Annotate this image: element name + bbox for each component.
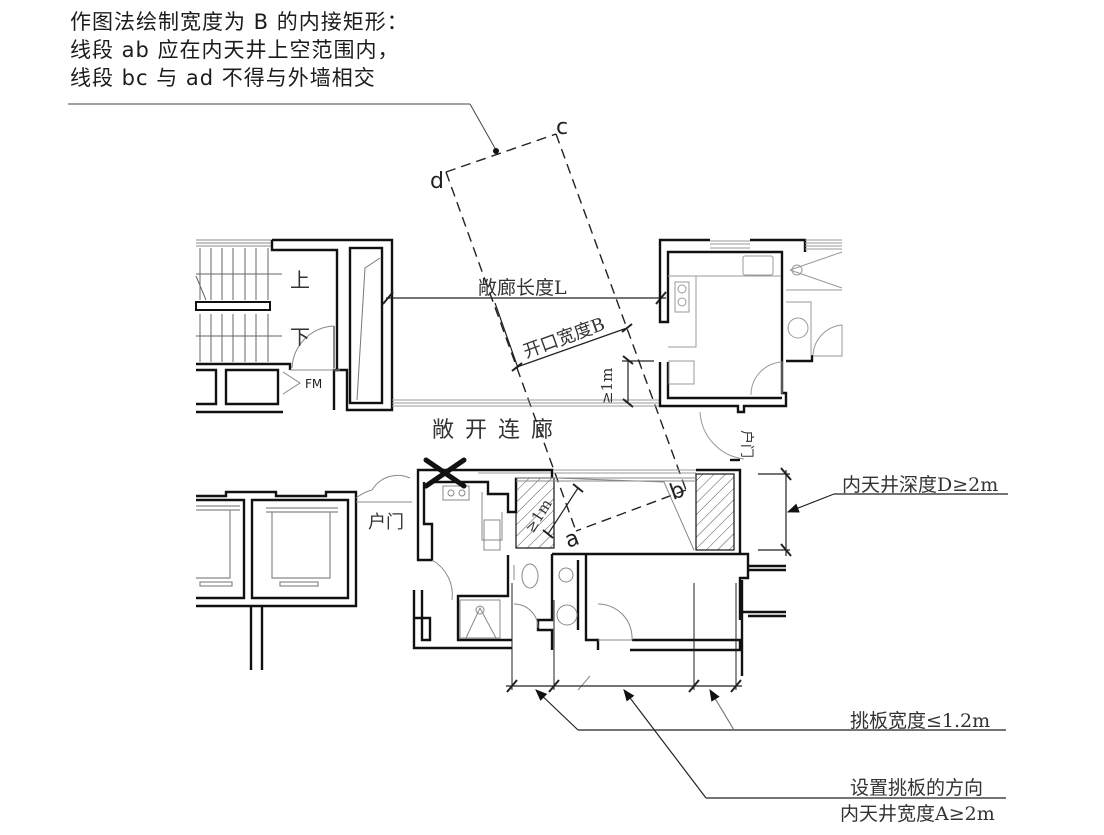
courtyard-width-label: 内天井宽度A≥2m [840,803,995,825]
stair-block [195,238,394,414]
note-line-1: 作图法绘制宽度为 B 的内接矩形： [70,10,409,34]
leader-dot [493,148,499,154]
min-1m-label-top: ≥1m [598,368,616,404]
forbidden-cross-icon [423,457,467,489]
point-b: b [666,477,688,505]
note-line-3: 线段 bc 与 ad 不得与外墙相交 [70,66,376,90]
elevator-block [196,474,412,670]
inscribed-rectangle [445,133,687,532]
min-1m-dimension-top [622,355,654,408]
right-exterior-walls [740,564,786,676]
lower-central-unit [412,458,750,691]
hatched-wall-right [695,473,735,551]
entry-door-left-label: 户门 [368,512,404,533]
entry-door-right-label: 户门 [738,430,755,458]
hatched-wall-left [515,477,555,549]
bottom-dimension [506,679,742,693]
courtyard-depth-label: 内天井深度D≥2m [842,474,998,496]
corridor-length-label: 敞廊长度L [478,277,567,299]
stair-up-label: 上 [290,268,310,292]
stair-down-label: 下 [290,325,310,349]
upper-right-unit: 户门 [658,238,843,460]
open-corridor-label: 敞 开 连 廊 [432,418,555,443]
note-leader [68,103,497,151]
cantilever-direction-leader [623,689,1006,799]
courtyard-depth-dimension [758,467,1008,557]
fm-label: FM [305,377,322,391]
cantilever-width-leader [535,688,1006,731]
cantilever-direction-label: 设置挑板的方向 [850,777,983,799]
point-d: d [430,169,444,194]
point-c: c [556,115,568,140]
opening-width-dimension [494,302,633,372]
opening-width-label: 开口宽度B [521,314,608,363]
note-line-2: 线段 ab 应在内天井上空范围内， [70,38,400,62]
instruction-note: 作图法绘制宽度为 B 的内接矩形： 线段 ab 应在内天井上空范围内， 线段 b… [70,8,409,92]
min-1m-dimension-bottom [542,483,584,539]
cantilever-width-label: 挑板宽度≤1.2m [850,710,990,732]
